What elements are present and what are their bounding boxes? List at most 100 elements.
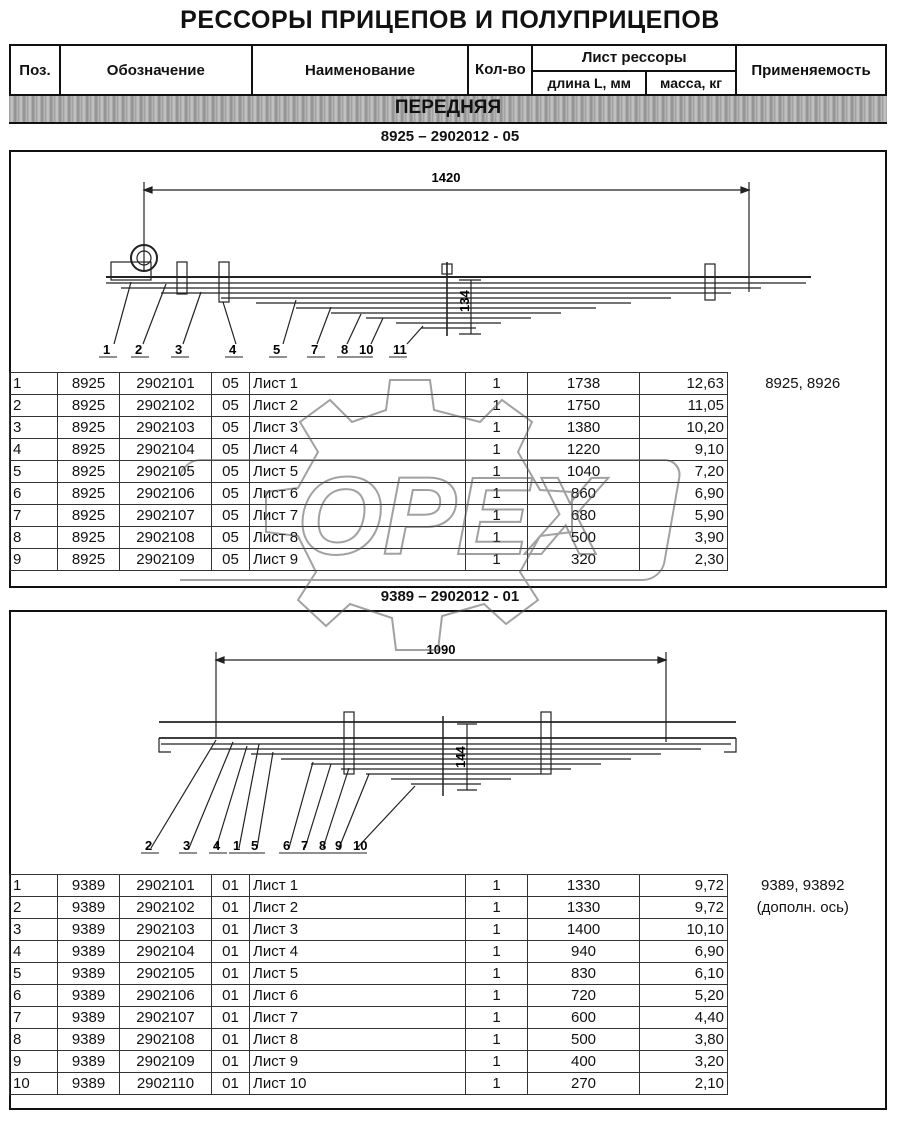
watermark-logo: OPEX [180,379,681,651]
cell-pos: 7 [9,1006,58,1029]
cell-b: 2902103 [119,416,212,439]
cell-pos: 5 [9,460,58,483]
band-label: ПЕРЕДНЯЯ [394,97,502,118]
callout-label: 5 [273,342,280,357]
callout-label: 1 [103,342,110,357]
clamp-3 [704,263,716,301]
cell-pos: 1 [9,874,58,897]
cell-c: 01 [211,874,250,897]
page-title: РЕССОРЫ ПРИЦЕПОВ И ПОЛУПРИЦЕПОВ [180,6,720,34]
cell-len: 940 [527,940,640,963]
cell-a: 8925 [57,482,120,505]
cell-a: 9389 [57,1028,120,1051]
cell-a: 9389 [57,940,120,963]
cell-b: 2902106 [119,984,212,1007]
cell-mass: 2,10 [639,1072,728,1095]
cell-name: Лист 9 [249,1050,466,1073]
cell-name: Лист 4 [249,940,466,963]
cell-name: Лист 8 [249,1028,466,1051]
clamp-4 [343,711,355,775]
applicability-text: (дополн. ось) [756,898,849,916]
cell-name: Лист 10 [249,1072,466,1095]
callout-label: 11 [393,342,407,357]
cell-len: 1380 [527,416,640,439]
section-band: ПЕРЕДНЯЯ [9,94,887,124]
cell-len: 1330 [527,896,640,919]
cell-qty: 1 [465,874,528,897]
cell-len: 500 [527,1028,640,1051]
callout-label: 7 [301,838,308,853]
cell-len: 1400 [527,918,640,941]
cell-qty: 1 [465,1050,528,1073]
cell-b: 2902107 [119,504,212,527]
cell-pos: 8 [9,1028,58,1051]
cell-mass: 2,30 [639,548,728,571]
cell-pos: 7 [9,504,58,527]
cell-pos: 3 [9,918,58,941]
cell-mass: 6,90 [639,482,728,505]
cell-c: 01 [211,1050,250,1073]
cell-a: 9389 [57,984,120,1007]
header-table: Поз. Обозначение Наименование Кол-во Лис… [9,44,887,97]
cell-b: 2902102 [119,394,212,417]
cell-mass: 6,90 [639,940,728,963]
header-pos: Поз. [9,44,61,96]
cell-pos: 5 [9,962,58,985]
cell-qty: 1 [465,1006,528,1029]
cell-mass: 4,40 [639,1006,728,1029]
cell-len: 600 [527,1006,640,1029]
dimension-height-label: 134 [457,290,472,312]
clamp-1 [176,261,188,295]
applicability-cell: 8925, 8926 [728,373,878,571]
cell-name: Лист 1 [249,874,466,897]
cell-pos: 2 [9,896,58,919]
cell-name: Лист 6 [249,984,466,1007]
cell-pos: 10 [9,1072,58,1095]
dimension-length-label: 1420 [432,170,461,185]
cell-len: 720 [527,984,640,1007]
cell-name: Лист 2 [249,896,466,919]
callout-label: 4 [213,838,221,853]
callout-label: 10 [353,838,367,853]
cell-name: Лист 5 [249,962,466,985]
cell-len: 400 [527,1050,640,1073]
cell-c: 01 [211,896,250,919]
header-sheet: Лист рессоры [531,44,738,72]
watermark-text: OPEX [297,455,608,578]
callout-label: 8 [319,838,326,853]
cell-mass: 10,10 [639,918,728,941]
section2-code: 9389 – 2902012 - 01 [380,588,520,605]
cell-b: 2902109 [119,548,212,571]
cell-len: 1330 [527,874,640,897]
cell-pos: 9 [9,1050,58,1073]
cell-a: 9389 [57,1050,120,1073]
header-mass: масса, кг [645,69,738,97]
cell-a: 8925 [57,526,120,549]
cell-c: 01 [211,940,250,963]
cell-mass: 5,20 [639,984,728,1007]
cell-mass: 9,10 [639,438,728,461]
cell-len: 270 [527,1072,640,1095]
cell-b: 2902104 [119,940,212,963]
cell-a: 8925 [57,460,120,483]
cell-name: Лист 3 [249,918,466,941]
cell-c: 05 [211,438,250,461]
cell-b: 2902109 [119,1050,212,1073]
cell-pos: 3 [9,416,58,439]
cell-a: 8925 [57,394,120,417]
cell-name: Лист 9 [249,548,466,571]
cell-b: 2902101 [119,874,212,897]
dimension-length-label-2: 1090 [427,642,456,657]
callout-label: 1 [233,838,240,853]
cell-len: 320 [527,548,640,571]
cell-qty: 1 [465,896,528,919]
cell-c: 01 [211,1072,250,1095]
callout-label: 5 [251,838,258,853]
cell-mass: 5,90 [639,504,728,527]
spring-eye [130,244,158,272]
